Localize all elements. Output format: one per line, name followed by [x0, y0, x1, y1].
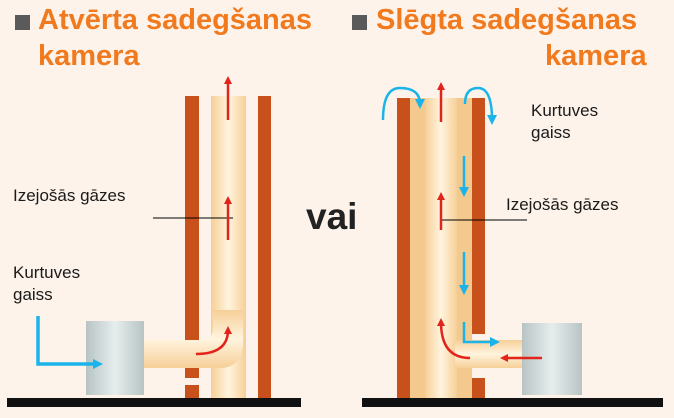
left-wall-gap	[185, 378, 199, 385]
right-title-line2: kamera	[545, 40, 647, 72]
left-title-line1: Atvērta sadegšanas	[38, 4, 313, 36]
right-title-bullet	[352, 15, 367, 30]
left-wall-right	[258, 96, 271, 398]
left-exhaust-arrow-bend	[195, 326, 232, 356]
right-ground-line	[362, 398, 663, 407]
left-boiler	[86, 321, 144, 395]
left-diagram	[7, 76, 301, 407]
right-title-line1: Slēgta sadegšanas	[376, 4, 638, 36]
left-air-label-line2: gaiss	[13, 285, 53, 304]
right-wall-right	[472, 98, 485, 334]
left-title-line2: kamera	[38, 40, 140, 72]
right-gases-label: Izejošās gāzes	[506, 195, 619, 214]
right-air-arrow-right-hook	[463, 86, 497, 125]
left-title-bullet	[15, 15, 30, 30]
left-connector-pipe	[140, 310, 243, 368]
vai-label: vai	[306, 196, 358, 237]
right-air-label-line2: gaiss	[531, 123, 571, 142]
right-air-label-line1: Kurtuves	[531, 101, 599, 120]
right-air-arrow-to-boiler	[462, 322, 500, 347]
left-gases-label: Izejošās gāzes	[13, 186, 126, 205]
right-wall-right-lower	[472, 378, 485, 398]
left-wall-left	[185, 96, 199, 398]
left-air-arrow	[36, 316, 103, 369]
right-diagram	[362, 82, 663, 407]
right-air-arrow-left-hook	[381, 86, 425, 121]
right-exhaust-arrow-bend	[437, 318, 471, 360]
left-air-label-line1: Kurtuves	[13, 263, 81, 282]
right-connector-pipe	[455, 340, 525, 368]
left-ground-line	[7, 398, 301, 407]
right-flue-duct	[425, 98, 457, 398]
right-wall-left	[397, 98, 410, 398]
